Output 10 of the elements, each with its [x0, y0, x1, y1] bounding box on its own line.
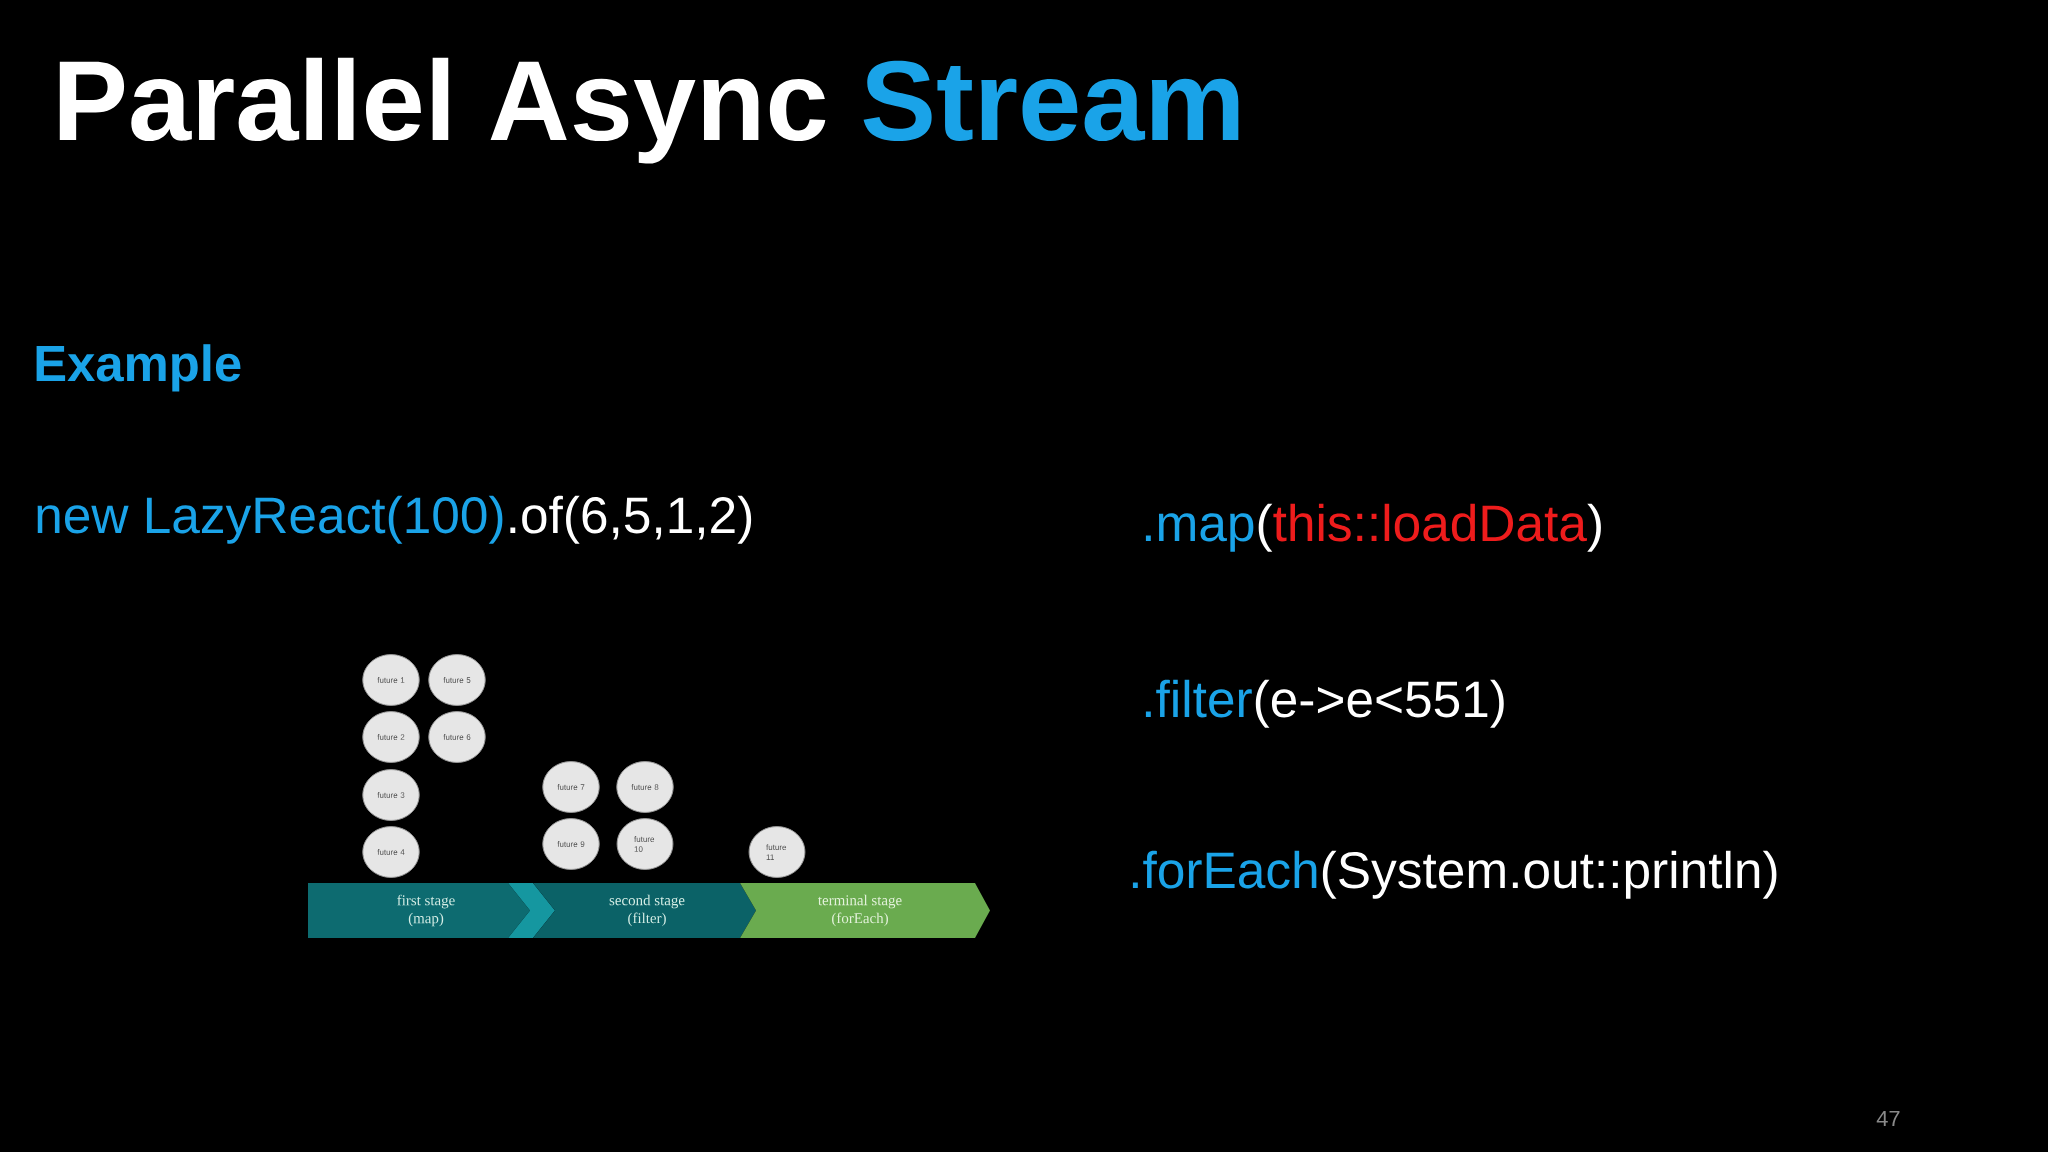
code-line: new LazyReact(100).of(6,5,1,2): [37, 495, 752, 544]
pipeline-stage: second stage (filter): [533, 883, 756, 938]
page-number: 47: [1876, 1110, 1900, 1126]
code-line: .map(this::loadData): [1145, 503, 1601, 552]
pipeline-stage: first stage (map): [308, 883, 555, 938]
pipeline-stage: terminal stage (forEach): [740, 883, 990, 938]
slide-title: Parallel Async Stream: [59, 57, 1239, 164]
code-line: .filter(e->e<551): [1145, 679, 1504, 728]
code-line: .forEach(System.out::println): [1132, 850, 1777, 899]
section-heading: Example: [36, 344, 241, 392]
